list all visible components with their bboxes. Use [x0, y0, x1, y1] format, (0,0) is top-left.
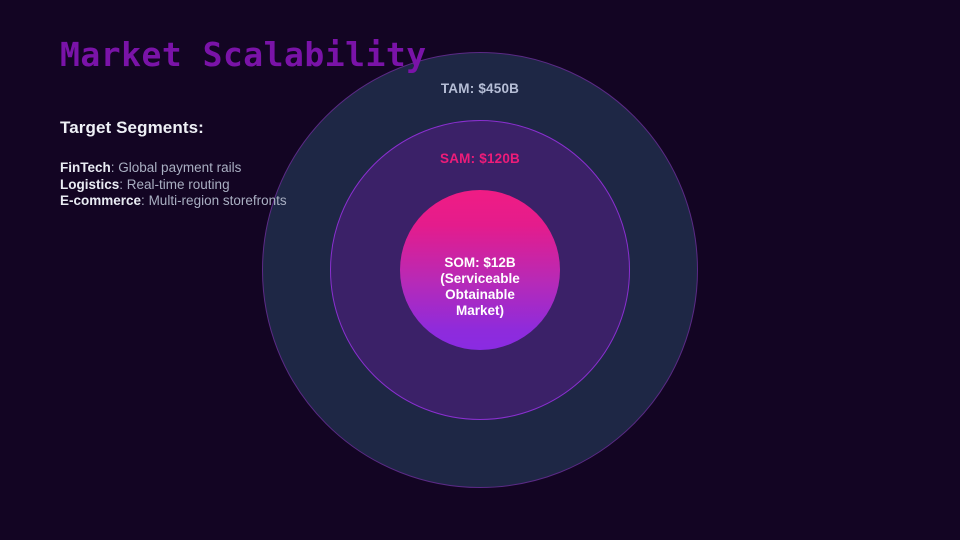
som-label: SOM: $12B (Serviceable Obtainable Market…: [262, 255, 698, 319]
target-segments-heading: Target Segments:: [60, 118, 204, 137]
segment-description: Multi-region storefronts: [148, 193, 287, 209]
tam-label: TAM: $450B: [440, 81, 520, 96]
segment-label: FinTech: [60, 160, 111, 175]
segment-separator: :: [119, 176, 127, 192]
segment-description: Real-time routing: [126, 176, 230, 192]
sam-label: SAM: $120B: [439, 151, 521, 166]
som-label-line-2: (Serviceable: [440, 271, 520, 286]
som-label-line-4: Market): [455, 303, 504, 318]
list-item: FinTech: Global payment rails: [60, 160, 287, 177]
som-circle: [400, 190, 560, 350]
list-item: Logistics: Real-time routing: [60, 177, 287, 194]
segment-description: Global payment rails: [118, 160, 242, 175]
segment-separator: :: [110, 160, 119, 175]
segment-label: Logistics: [60, 176, 120, 192]
segment-label: E-commerce: [60, 193, 142, 209]
som-label-line-1: SOM: $12B: [444, 255, 516, 270]
left-content-column: Market Scalability Target Segments: FinT…: [60, 35, 427, 209]
som-label-line-3: Obtainable: [445, 287, 515, 302]
page-title: Market Scalability: [60, 35, 427, 74]
segment-separator: :: [141, 193, 149, 209]
list-item: E-commerce: Multi-region storefronts: [60, 193, 287, 210]
